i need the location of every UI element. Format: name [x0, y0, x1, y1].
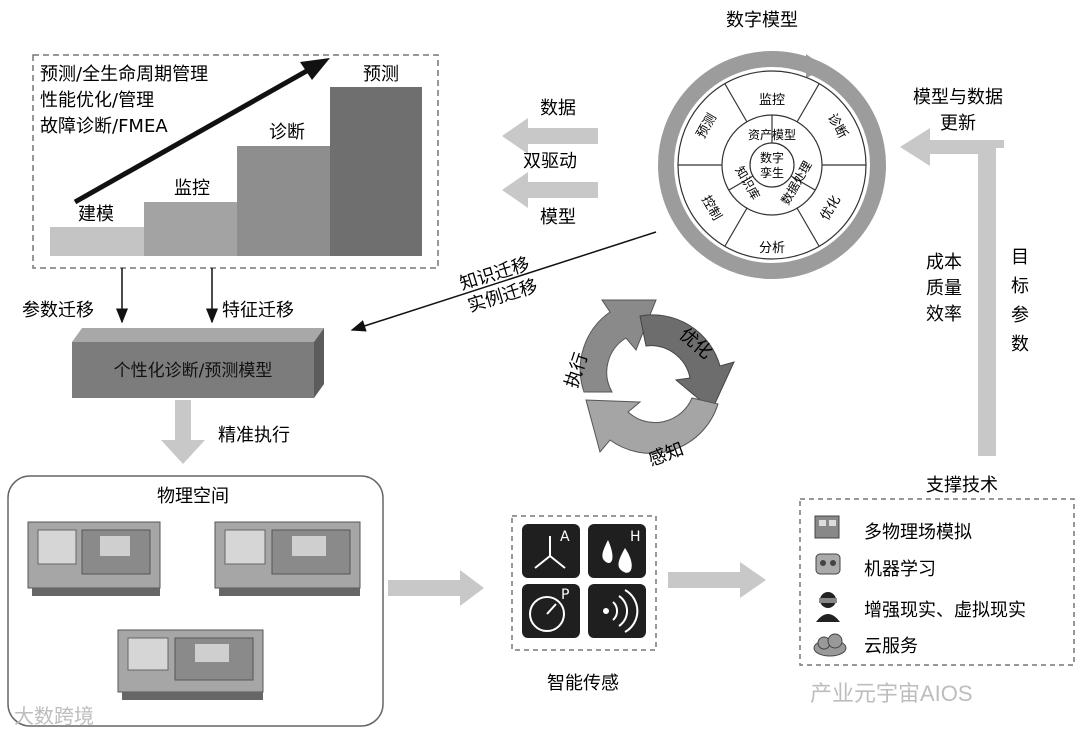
ring-asset-model: 资产模型	[748, 128, 796, 142]
ring-analysis: 分析	[759, 241, 785, 256]
step-monitoring-label: 监控	[174, 178, 210, 199]
multiphysics-icon	[814, 515, 840, 539]
dual-drive: 数据 双驱动 模型	[502, 98, 598, 228]
physical-space-title: 物理空间	[157, 486, 229, 507]
knowledge-transfer-arrow	[350, 231, 657, 332]
model-box-front	[72, 342, 314, 398]
support-tech: 支撑技术 多物理场模拟 机器学习 增强现实、虚拟现实 云服务	[799, 475, 1075, 666]
cycle-optimize-segment	[639, 314, 735, 411]
cnc-machine-1	[27, 521, 161, 596]
support-item-multiphysics: 多物理场模拟	[864, 522, 972, 543]
target-cost: 成本	[926, 252, 962, 273]
digital-twin-line-2: 孪生	[760, 165, 784, 180]
smart-sensing-border	[511, 515, 657, 651]
digital-model-outer-ring	[658, 51, 886, 279]
target-param-char-4: 数	[1011, 334, 1029, 355]
pressure-sensor-letter: P	[561, 587, 569, 603]
vr-person-icon	[816, 592, 840, 622]
cnc-machine-2	[214, 521, 361, 596]
cycle-perceive-segment	[585, 397, 719, 454]
model-drive-arrow	[502, 172, 598, 208]
step-prediction-label: 预测	[363, 64, 399, 85]
target-param-char-1: 目	[1011, 247, 1029, 268]
feature-migration-label: 特征迁移	[222, 300, 294, 321]
humidity-sensor-letter: H	[630, 529, 641, 545]
step-diagnosis-label: 诊断	[269, 122, 305, 143]
ring-monitoring: 监控	[759, 93, 785, 108]
model-update-line-1: 模型与数据	[913, 87, 1003, 108]
trend-arrow-line	[73, 65, 314, 205]
model-box: 个性化诊断/预测模型	[72, 328, 324, 398]
cycle-execute-segment	[579, 299, 657, 393]
step-diagnosis-bar	[237, 146, 330, 256]
support-item-cloud: 云服务	[864, 636, 918, 657]
step-prediction-bar	[330, 87, 422, 256]
support-item-ar-vr: 增强现实、虚拟现实	[864, 600, 1026, 621]
digital-model-ring-arrowhead	[806, 54, 826, 78]
step-modeling-label: 建模	[78, 204, 114, 225]
panel-to-model-arrows: 参数迁移 特征迁移	[22, 268, 294, 324]
physical-to-sensing-arrow	[388, 570, 484, 606]
dual-drive-dual: 双驱动	[523, 151, 577, 172]
top-left-panel-border	[32, 54, 439, 269]
target-quality: 质量	[926, 278, 962, 299]
robot-icon	[815, 553, 841, 575]
precise-execution-label: 精准执行	[218, 425, 290, 446]
model-box-top	[72, 328, 324, 342]
target-efficiency: 效率	[926, 304, 962, 325]
physical-space: 物理空间	[7, 475, 384, 727]
digital-model-title: 数字模型	[726, 10, 798, 31]
panel-line-1: 预测/全生命周期管理	[40, 64, 208, 85]
model-update-arrow	[900, 128, 1004, 456]
watermark-right: 产业元宇宙AIOS	[810, 676, 973, 708]
target-param-char-2: 标	[1011, 276, 1029, 297]
step-modeling-bar	[50, 227, 144, 256]
cnc-machine-3	[117, 629, 264, 700]
data-drive-arrow	[502, 118, 598, 154]
sensing-to-support-arrow	[668, 562, 766, 598]
acceleration-sensor-letter: A	[560, 529, 570, 545]
target-param-char-3: 参	[1011, 305, 1029, 326]
support-item-ml: 机器学习	[864, 559, 936, 580]
digital-model: 数字模型 监控 诊断 优化 分析 控制 预测 资产模型 数据处理 知识库 数字 …	[658, 10, 886, 279]
smart-sensing-title: 智能传感	[547, 673, 619, 694]
model-box-side	[314, 328, 324, 398]
top-left-panel: 预测/全生命周期管理 性能优化/管理 故障诊断/FMEA 建模 监控 诊断 预测	[32, 54, 439, 269]
digital-twin-line-1: 数字	[760, 150, 784, 165]
precise-execution-arrow: 精准执行	[161, 400, 290, 464]
model-update-line-2: 更新	[940, 113, 976, 134]
support-tech-title: 支撑技术	[926, 475, 998, 496]
watermark-left-text: 大数跨境	[14, 706, 94, 728]
dual-drive-data: 数据	[540, 98, 576, 119]
watermark-left: 大数跨境	[14, 700, 94, 729]
cloud-icon	[813, 633, 847, 657]
dual-drive-model: 模型	[540, 207, 576, 228]
precise-execution-arrow-shape	[161, 400, 205, 464]
param-migration-label: 参数迁移	[22, 300, 94, 321]
panel-line-3: 故障诊断/FMEA	[40, 116, 168, 137]
support-tech-border	[799, 498, 1075, 666]
watermark-right-text: 产业元宇宙AIOS	[810, 681, 973, 706]
model-box-label: 个性化诊断/预测模型	[114, 361, 273, 381]
panel-line-2: 性能优化/管理	[40, 90, 154, 111]
trend-arrow-head	[300, 58, 330, 80]
step-monitoring-bar	[144, 202, 237, 256]
cycle: 优化 执行 感知	[561, 299, 735, 471]
smart-sensing: A H P 智能传感	[511, 515, 657, 694]
